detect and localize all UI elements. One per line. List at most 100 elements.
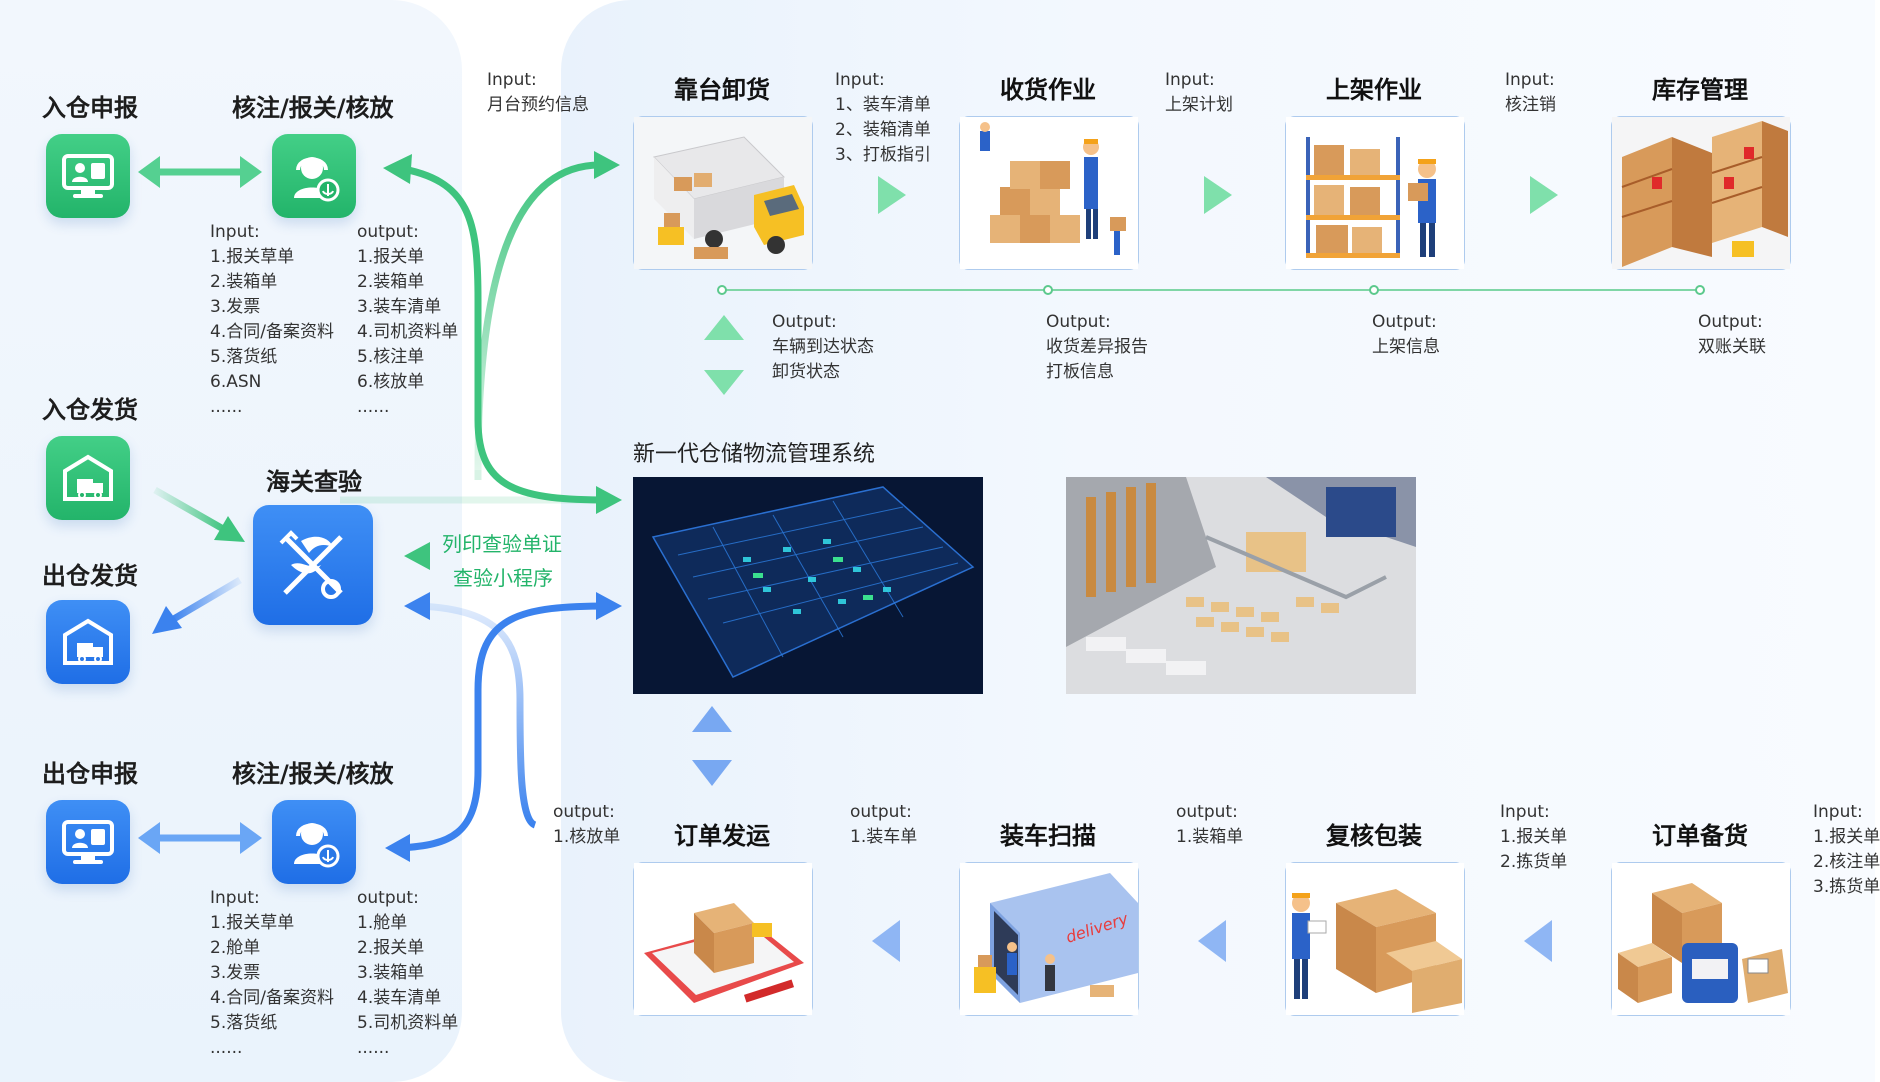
- double-arrow-top: [138, 156, 262, 188]
- bottom-output-item: 4.装车清单: [357, 988, 442, 1008]
- step-title-ship: 订单发运: [674, 822, 770, 850]
- bottom-output-block: output: 1.舱单 2.报关单 3.装箱单 4.装车清单 5.司机资料单 …: [357, 886, 458, 1061]
- scanner-box-illustration: [634, 863, 812, 1015]
- output-item: 打板信息: [1046, 362, 1114, 382]
- output-title: Output:: [1046, 312, 1111, 332]
- top-input-item: 6.ASN: [210, 372, 262, 392]
- input-item: 月台预约信息: [487, 95, 589, 115]
- check-bottom-label: 核注/报关/核放: [232, 760, 394, 788]
- in-declare-icon: [46, 134, 130, 218]
- step-title-receive: 收货作业: [1000, 76, 1096, 104]
- card-shelving: [1285, 116, 1465, 270]
- arrowhead-green-system: [596, 486, 622, 514]
- output-title: Output:: [1698, 312, 1763, 332]
- output-title: Output:: [1372, 312, 1437, 332]
- in-delivery-icon: [46, 436, 130, 520]
- arrowhead-green-left: [383, 154, 412, 184]
- boxes-worker-illustration: [960, 117, 1138, 269]
- receive-output: Output: 收货差异报告 打板信息: [1046, 310, 1148, 385]
- bottom-output-item: 2.报关单: [357, 938, 425, 958]
- bottom-input-item: 3.发票: [210, 963, 261, 983]
- digital-twin-image: [633, 477, 983, 694]
- top-output-block: output: 1.报关单 2.装箱单 3.装车清单 4.司机资料单 5.核注单…: [357, 220, 458, 420]
- inventory-input: Input: 核注销: [1505, 68, 1556, 118]
- bottom-input-item: 4.合同/备案资料: [210, 988, 334, 1008]
- card-order-ship: [633, 862, 813, 1016]
- top-output-item: 2.装箱单: [357, 272, 425, 292]
- ship-note: output: 1.核放单: [553, 800, 620, 850]
- chevron-left-icon: [1198, 920, 1226, 962]
- in-declare-label: 入仓申报: [42, 94, 138, 122]
- bottom-input-item: 2.舱单: [210, 938, 261, 958]
- arrow-in-delivery-to-customs: [153, 486, 245, 542]
- top-input-title: Input:: [210, 222, 260, 242]
- dock-output: Output: 车辆到达状态 卸货状态: [772, 310, 874, 385]
- bottom-output-item: 5.司机资料单: [357, 1013, 459, 1033]
- chevron-down-icon: [704, 370, 744, 395]
- input-item: 2.核注单: [1813, 852, 1880, 872]
- truck-illustration: [634, 117, 812, 269]
- bottom-output-title: output:: [357, 888, 419, 908]
- input-title: Input:: [487, 70, 537, 90]
- chevron-left-icon: [872, 920, 900, 962]
- note-title: output:: [1176, 802, 1238, 822]
- output-item: 上架信息: [1372, 337, 1440, 357]
- out-declare-label: 出仓申报: [42, 760, 138, 788]
- arrowhead-blue-system: [596, 592, 622, 620]
- pack-note: output: 1.装箱单: [1176, 800, 1243, 850]
- double-arrow-bottom: [138, 822, 262, 854]
- arrowhead-blue-left: [385, 834, 410, 862]
- note-title: output:: [553, 802, 615, 822]
- mini-program-label: 查验小程序: [453, 566, 553, 590]
- last-input: Input: 1.报关单 2.核注单 3.拣货单: [1813, 800, 1880, 900]
- arrow-print-to-customs: [404, 542, 610, 570]
- shelve-output: Output: 上架信息: [1372, 310, 1440, 360]
- top-output-item: 3.装车清单: [357, 297, 442, 317]
- receive-input: Input: 1、装车清单 2、装箱清单 3、打板指引: [835, 68, 931, 168]
- card-dock-unload: [633, 116, 813, 270]
- card-receiving: [959, 116, 1139, 270]
- customs-emblem-icon: [253, 505, 373, 625]
- input-item: 2、装箱清单: [835, 120, 931, 140]
- step-title-pack: 复核包装: [1326, 822, 1422, 850]
- input-item: 1、装车清单: [835, 95, 931, 115]
- step-title-dock: 靠台卸货: [674, 76, 770, 104]
- top-output-item: 1.报关单: [357, 247, 425, 267]
- output-item: 卸货状态: [772, 362, 840, 382]
- input-title: Input:: [835, 70, 885, 90]
- input-title: Input:: [1813, 802, 1863, 822]
- bottom-input-item: 5.落货纸: [210, 1013, 278, 1033]
- step-title-prepare: 订单备货: [1652, 822, 1748, 850]
- top-input-item: 1.报关草单: [210, 247, 295, 267]
- warehouse-racks-illustration: [1612, 117, 1790, 269]
- note-item: 2.拣货单: [1500, 852, 1568, 872]
- top-timeline: [717, 285, 1705, 295]
- chevron-up-icon: [692, 706, 732, 732]
- top-output-item: 6.核放单: [357, 372, 425, 392]
- shelve-input: Input: 上架计划: [1165, 68, 1233, 118]
- chevron-left-icon: [1524, 920, 1552, 962]
- note-item: 1.装箱单: [1176, 827, 1244, 847]
- bottom-output-item: 3.装箱单: [357, 963, 425, 983]
- top-output-title: output:: [357, 222, 419, 242]
- inventory-output: Output: 双账关联: [1698, 310, 1766, 360]
- step-title-inventory: 库存管理: [1652, 76, 1748, 104]
- card-load-scan: delivery: [959, 862, 1139, 1016]
- out-delivery-label: 出仓发货: [42, 562, 138, 590]
- output-item: 双账关联: [1698, 337, 1766, 357]
- input-item: 上架计划: [1165, 95, 1233, 115]
- note-item: 1.报关单: [1500, 827, 1568, 847]
- input-item: 核注销: [1505, 95, 1556, 115]
- chevron-right-icon: [1204, 176, 1232, 214]
- card-recheck-pack: [1285, 862, 1465, 1016]
- top-input-item: 5.落货纸: [210, 347, 278, 367]
- warehouse-3d-image: [1066, 477, 1416, 694]
- input-title: Input:: [1505, 70, 1555, 90]
- chevron-up-icon: [704, 315, 744, 340]
- scan-note: output: 1.装车单: [850, 800, 917, 850]
- top-output-item: 4.司机资料单: [357, 322, 459, 342]
- input-item: 3.拣货单: [1813, 877, 1880, 897]
- input-title: Input:: [1165, 70, 1215, 90]
- arrowhead-blue-customs: [404, 592, 430, 620]
